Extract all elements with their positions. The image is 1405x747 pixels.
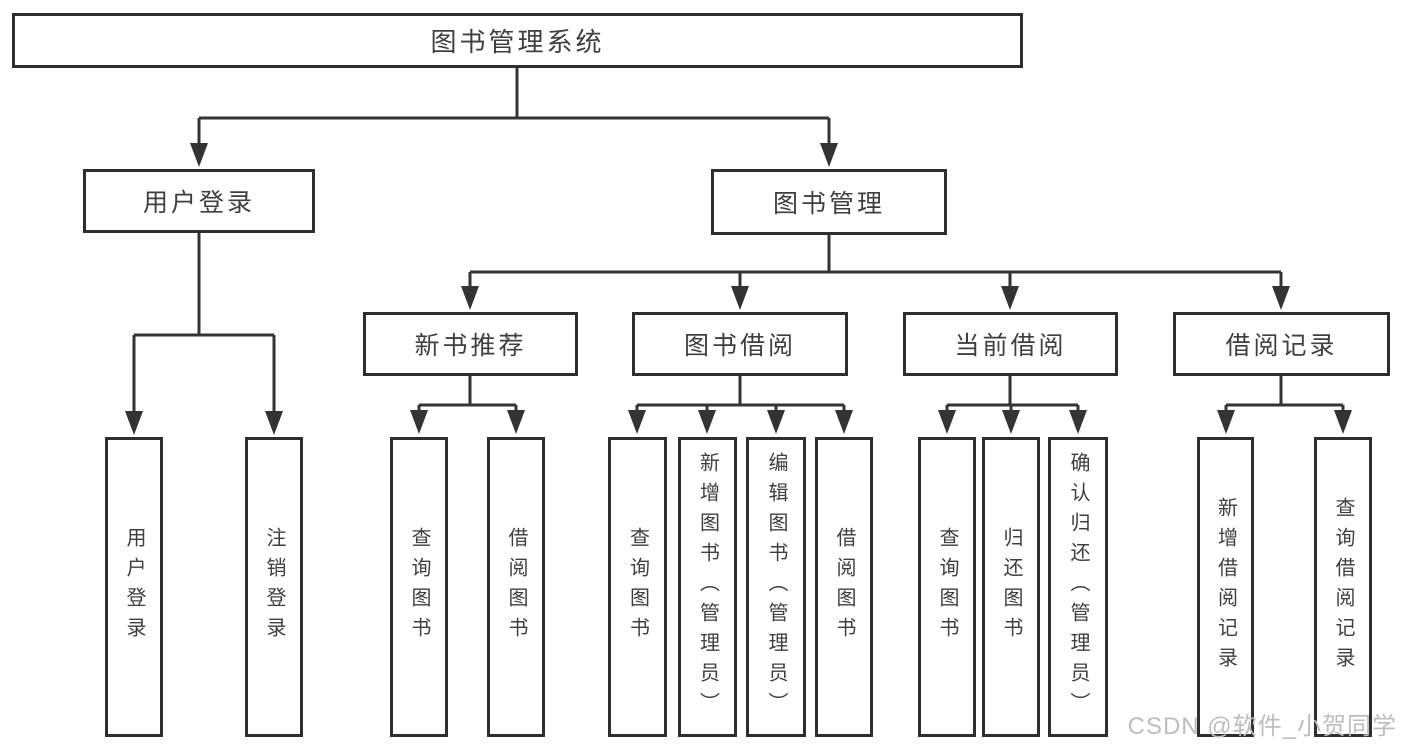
arrow-down-icon [410, 410, 428, 434]
arrow-down-icon [767, 410, 785, 434]
arrow-down-icon [1334, 410, 1352, 434]
connector-book-management-to-level3 [461, 235, 1290, 310]
arrow-down-icon [1002, 410, 1020, 434]
leaf-borrow-edit-books-admin: 编辑图书（管理员） [746, 437, 806, 737]
leaf-borrow-borrow-books: 借阅图书 [815, 437, 873, 737]
arrow-down-icon [1217, 410, 1235, 434]
arrow-down-icon [731, 286, 749, 310]
leaf-logout: 注销登录 [245, 437, 303, 737]
leaf-newbook-borrow-books: 借阅图书 [487, 437, 545, 737]
arrow-down-icon [698, 410, 716, 434]
connector-new-book-recommend-to-leaves [410, 376, 525, 434]
arrow-down-icon [1069, 410, 1087, 434]
leaf-borrow-add-books-admin: 新增图书（管理员） [678, 437, 737, 737]
connector-user-login-to-leaves [125, 233, 283, 435]
arrow-down-icon [1001, 286, 1019, 310]
leaf-borrow-query-books: 查询图书 [608, 437, 667, 737]
node-current-borrow: 当前借阅 [903, 312, 1118, 376]
connector-borrow-records-to-leaves [1217, 376, 1352, 434]
node-book-management: 图书管理 [711, 169, 947, 235]
node-user-login: 用户登录 [83, 169, 315, 233]
connector-root-to-level2 [190, 68, 838, 167]
arrow-down-icon [1272, 286, 1290, 310]
arrow-down-icon [190, 143, 208, 167]
arrow-down-icon [835, 410, 853, 434]
arrow-down-icon [461, 286, 479, 310]
leaf-records-query-record: 查询借阅记录 [1314, 437, 1372, 737]
arrow-down-icon [820, 143, 838, 167]
arrow-down-icon [628, 410, 646, 434]
node-new-book-recommend: 新书推荐 [363, 312, 578, 376]
arrow-down-icon [507, 410, 525, 434]
arrow-down-icon [125, 411, 143, 435]
connector-current-borrow-to-leaves [938, 376, 1087, 434]
node-library-management-system: 图书管理系统 [12, 13, 1023, 68]
arrow-down-icon [938, 410, 956, 434]
leaf-current-return-books: 归还图书 [982, 437, 1040, 737]
node-book-borrow: 图书借阅 [632, 312, 848, 376]
leaf-current-confirm-return-admin: 确认归还（管理员） [1048, 437, 1108, 737]
node-borrow-records: 借阅记录 [1173, 312, 1390, 376]
leaf-user-login: 用户登录 [105, 437, 163, 737]
leaf-records-add-record: 新增借阅记录 [1197, 437, 1254, 737]
arrow-down-icon [265, 411, 283, 435]
csdn-watermark: CSDN @软件_小贺同学 [1127, 713, 1397, 740]
connector-book-borrow-to-leaves [628, 376, 853, 434]
leaf-current-query-books: 查询图书 [918, 437, 976, 737]
leaf-newbook-query-books: 查询图书 [390, 437, 448, 737]
